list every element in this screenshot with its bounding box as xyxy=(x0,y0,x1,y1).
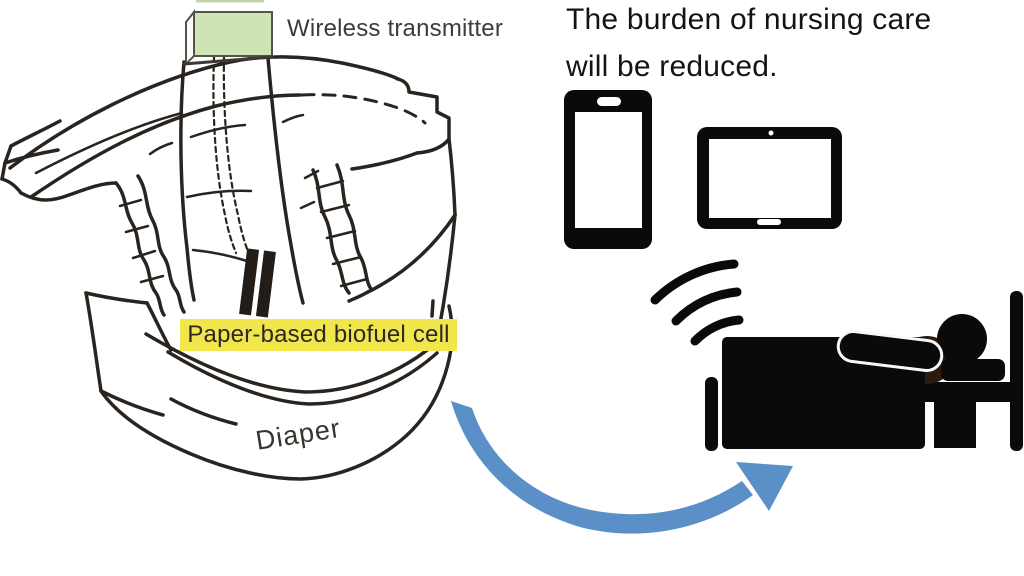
bed-leg xyxy=(934,400,976,448)
arm xyxy=(836,329,944,373)
tablet-icon xyxy=(697,127,842,229)
tablet-home-button xyxy=(757,219,781,225)
biofuel-cell-label: Paper-based biofuel cell xyxy=(180,319,457,351)
heading-text: The burden of nursing care will be reduc… xyxy=(566,0,931,90)
pillow xyxy=(941,359,1005,381)
biofuel-cell-electrodes xyxy=(239,248,276,318)
tablet-camera xyxy=(768,130,774,136)
phone-speaker xyxy=(597,97,621,106)
wireless-transmitter-box xyxy=(182,0,274,67)
head xyxy=(937,314,987,364)
wifi-signal-icon xyxy=(650,259,744,346)
smartphone-icon xyxy=(564,90,652,249)
heading-line-2: will be reduced. xyxy=(566,50,778,83)
cropped-top-edge xyxy=(196,0,264,3)
bed-rail xyxy=(924,382,1016,402)
person-in-bed-icon xyxy=(705,291,1023,451)
heading-line-1: The burden of nursing care xyxy=(566,3,932,36)
bed-headboard xyxy=(1010,291,1023,451)
bed-footboard xyxy=(705,377,718,451)
curved-arrow-icon xyxy=(451,401,793,534)
wireless-transmitter-label: Wireless transmitter xyxy=(287,15,504,42)
diaper-drawing xyxy=(0,55,457,481)
